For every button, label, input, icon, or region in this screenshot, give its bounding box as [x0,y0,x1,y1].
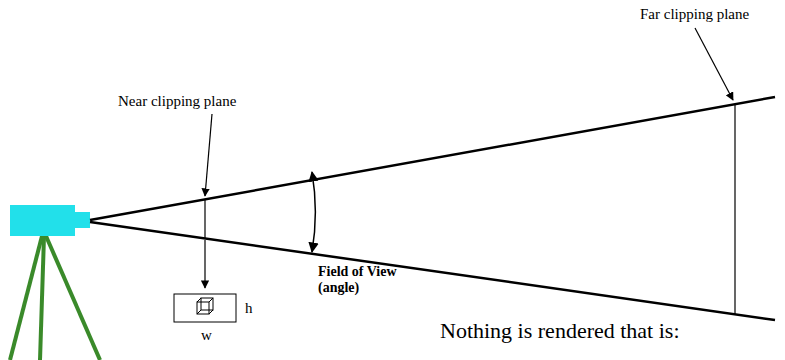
tripod [10,236,100,360]
note-text: Nothing is rendered that is: [440,318,680,343]
image-plane [174,294,236,322]
plane-label: Near clipping plane [118,93,236,110]
dimension-label: w [201,327,212,344]
plane-label: Far clipping plane [640,6,749,23]
angle-label: Field of View (angle) [318,264,414,296]
fov-arc [312,172,315,252]
projection-arrow [204,240,205,288]
view-frustum [90,97,775,320]
camera-body [10,205,75,236]
dimension-label: h [245,300,253,317]
leader-line [205,114,212,196]
far-plane [734,105,735,315]
camera-lens [75,212,90,228]
near-plane [204,200,205,238]
leader-line [695,28,733,100]
cube-icon [197,298,213,314]
